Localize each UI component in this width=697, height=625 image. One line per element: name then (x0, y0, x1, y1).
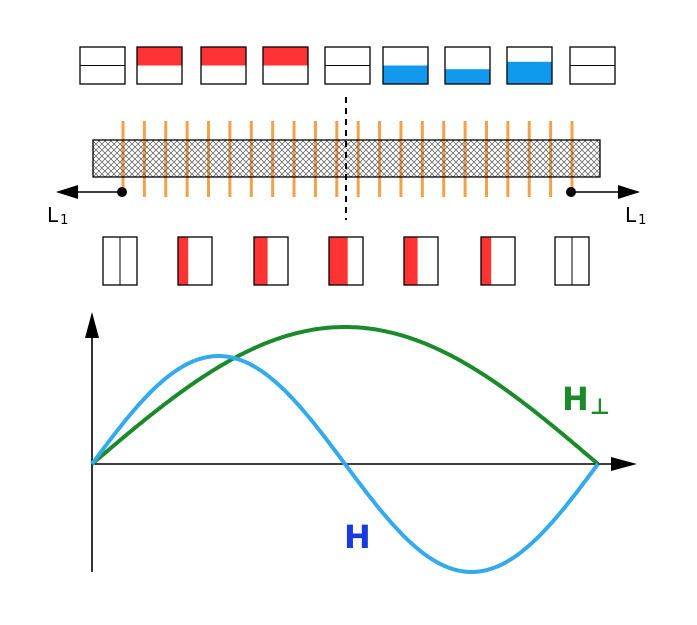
bottom-box-red-fill (329, 237, 348, 285)
top-box (79, 46, 126, 85)
bottom-box-outline (554, 236, 590, 286)
h-curve (90, 354, 600, 574)
h-label: H (344, 518, 371, 556)
bottom-box-outline (403, 236, 439, 286)
bottom-box-red-fill (254, 237, 268, 285)
bottom-box (102, 236, 138, 286)
top-box-blue-fill (383, 65, 428, 84)
bottom-box-outline (480, 236, 516, 286)
top-box-outline (506, 46, 553, 85)
top-box-row (79, 46, 616, 85)
plot-axes (85, 312, 637, 572)
bottom-box-outline (253, 236, 289, 286)
h-perp-curve (90, 325, 600, 466)
top-box-outline (382, 46, 429, 85)
top-box-red-fill (201, 47, 246, 66)
top-box (136, 46, 183, 85)
left-length-arrow (56, 185, 127, 199)
top-box-outline (200, 46, 247, 85)
top-box (324, 46, 371, 85)
top-box-outline (444, 46, 491, 85)
top-box-red-fill (263, 47, 308, 66)
h-perp-label: H⊥ (562, 380, 610, 420)
top-box-outline (262, 46, 309, 85)
top-box-blue-fill (507, 61, 552, 84)
bottom-box-red-fill (404, 237, 418, 285)
bottom-box (480, 236, 516, 286)
top-box (569, 46, 616, 85)
top-box-outline (136, 46, 183, 85)
bottom-box-red-fill (178, 237, 189, 285)
bottom-box-outline (328, 236, 364, 286)
top-box (506, 46, 553, 85)
top-box (382, 46, 429, 85)
bottom-box-red-fill (481, 237, 492, 285)
top-box-red-fill (137, 47, 182, 66)
top-box (262, 46, 309, 85)
bottom-box (253, 236, 289, 286)
right-length-arrow (566, 185, 640, 199)
top-box (200, 46, 247, 85)
top-box (444, 46, 491, 85)
bottom-box-row (102, 236, 590, 286)
top-box-blue-fill (445, 69, 490, 84)
bottom-box (403, 236, 439, 286)
x-axis-arrowhead (611, 457, 637, 471)
y-axis-arrowhead (85, 312, 99, 338)
bottom-box-outline (177, 236, 213, 286)
bottom-box-outline (102, 236, 138, 286)
bottom-box (177, 236, 213, 286)
bottom-box (328, 236, 364, 286)
bottom-box (554, 236, 590, 286)
